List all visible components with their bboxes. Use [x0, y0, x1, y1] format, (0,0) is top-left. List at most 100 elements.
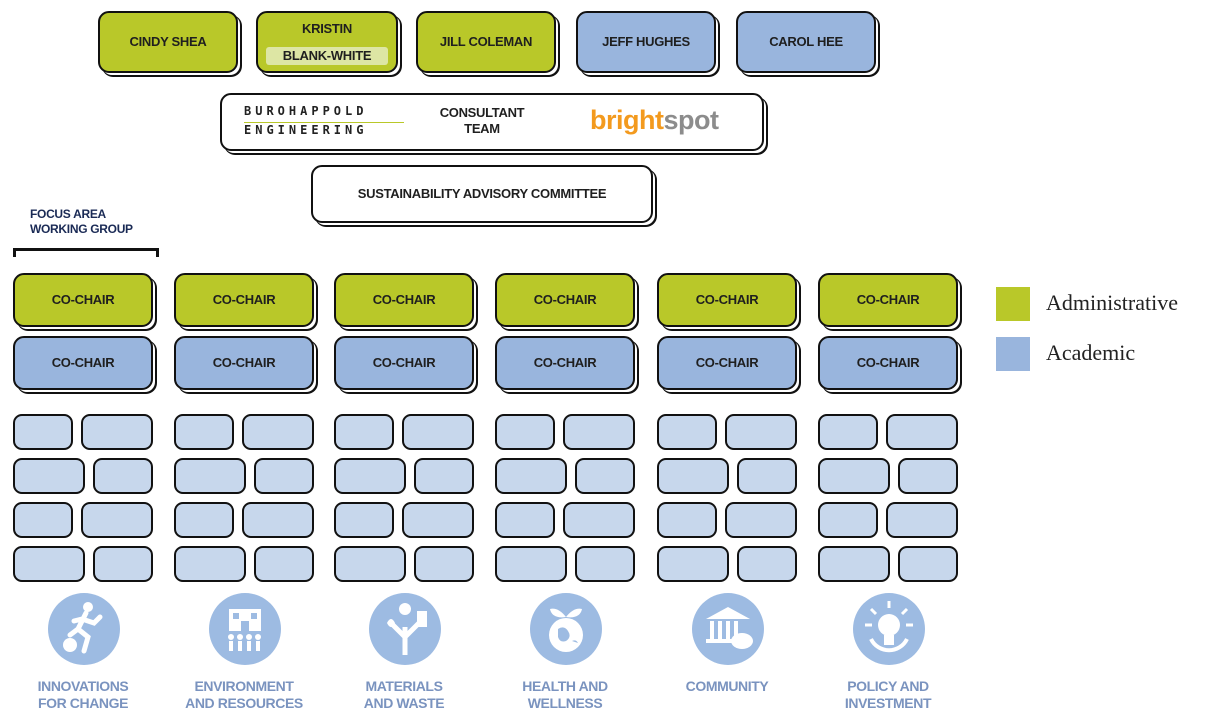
- member-slot-environment: [242, 414, 314, 450]
- member-slot-policy: [818, 458, 890, 494]
- member-slot-materials: [334, 502, 394, 538]
- burohappold-logo-line1: BUROHAPPOLD: [244, 104, 368, 118]
- legend-swatch-administrative: [996, 287, 1030, 321]
- cochair-admin-materials: CO-CHAIR: [334, 273, 474, 327]
- focus-area-label-line1: MATERIALS: [365, 678, 443, 694]
- member-slot-materials: [334, 458, 406, 494]
- burohappold-logo-line2: ENGINEERING: [244, 123, 368, 137]
- member-slot-health: [495, 502, 555, 538]
- member-slot-health: [575, 546, 635, 582]
- person-name: CINDY SHEA: [129, 33, 207, 49]
- member-slot-community: [657, 458, 729, 494]
- member-slot-materials: [334, 414, 394, 450]
- cochair-label: CO-CHAIR: [372, 291, 436, 307]
- cochair-admin-health: CO-CHAIR: [495, 273, 635, 327]
- cochair-admin-policy: CO-CHAIR: [818, 273, 958, 327]
- runner-apple-icon: [48, 593, 120, 665]
- person-carol-hee: CAROL HEE: [736, 11, 876, 73]
- member-slot-environment: [254, 546, 314, 582]
- cochair-label: CO-CHAIR: [212, 354, 276, 370]
- member-slot-innovations: [81, 414, 153, 450]
- bank-piggy-icon: [692, 593, 764, 665]
- cochair-label: CO-CHAIR: [372, 354, 436, 370]
- consultant-label-line1: CONSULTANT: [439, 105, 525, 120]
- legend-label-academic: Academic: [1046, 340, 1136, 365]
- focus-area-label-line1: HEALTH AND: [522, 678, 608, 694]
- cochair-academic-materials: CO-CHAIR: [334, 336, 474, 390]
- lightbulb-cycle-icon: [853, 593, 925, 665]
- member-slot-innovations: [13, 546, 85, 582]
- globe-leaf-icon: [530, 593, 602, 665]
- cochair-academic-innovations: CO-CHAIR: [13, 336, 153, 390]
- cochair-academic-community: CO-CHAIR: [657, 336, 797, 390]
- member-slot-community: [737, 546, 797, 582]
- focus-area-label-line1: POLICY AND: [847, 678, 929, 694]
- focus-area-label-line2: AND RESOURCES: [185, 694, 303, 711]
- consultant-label-line2: TEAM: [464, 121, 500, 137]
- person-jill-coleman: JILL COLEMAN: [416, 11, 556, 73]
- materials-tree-icon: [369, 593, 441, 665]
- legend-swatch-academic: [996, 337, 1030, 371]
- burohappold-divider: [244, 122, 404, 123]
- member-slot-environment: [174, 414, 234, 450]
- member-slot-innovations: [93, 458, 153, 494]
- member-slot-innovations: [93, 546, 153, 582]
- working-group-title: FOCUS AREA WORKING GROUP: [30, 207, 133, 237]
- cochair-label: CO-CHAIR: [695, 291, 759, 307]
- member-slot-health: [495, 414, 555, 450]
- cochair-academic-policy: CO-CHAIR: [818, 336, 958, 390]
- cochair-label: CO-CHAIR: [533, 354, 597, 370]
- person-name: CAROL HEE: [769, 33, 843, 49]
- person-name-last: BLANK-WHITE: [282, 47, 372, 63]
- cochair-label: CO-CHAIR: [212, 291, 276, 307]
- cochair-academic-environment: CO-CHAIR: [174, 336, 314, 390]
- member-slot-policy: [898, 458, 958, 494]
- member-slot-health: [563, 502, 635, 538]
- cochair-admin-community: CO-CHAIR: [657, 273, 797, 327]
- member-slot-innovations: [13, 414, 73, 450]
- member-slot-community: [657, 546, 729, 582]
- cochair-label: CO-CHAIR: [51, 354, 115, 370]
- cochair-label: CO-CHAIR: [533, 291, 597, 307]
- cochair-label: CO-CHAIR: [695, 354, 759, 370]
- focus-area-label-line1: ENVIRONMENT: [194, 678, 294, 694]
- cochair-admin-innovations: CO-CHAIR: [13, 273, 153, 327]
- brightspot-logo-spot: spot: [663, 105, 719, 135]
- member-slot-policy: [818, 546, 890, 582]
- legend-label-administrative: Administrative: [1046, 290, 1178, 315]
- member-slot-policy: [886, 502, 958, 538]
- member-slot-materials: [414, 546, 474, 582]
- working-group-title-line1: FOCUS AREA: [30, 207, 106, 221]
- member-slot-policy: [898, 546, 958, 582]
- member-slot-environment: [174, 502, 234, 538]
- focus-area-label-community: COMMUNITY: [652, 678, 802, 695]
- member-slot-environment: [174, 546, 246, 582]
- advisory-committee-label: SUSTAINABILITY ADVISORY COMMITTEE: [357, 185, 607, 201]
- cochair-label: CO-CHAIR: [856, 354, 920, 370]
- person-name: JEFF HUGHES: [602, 33, 690, 49]
- member-slot-policy: [818, 502, 878, 538]
- focus-area-label-line2: INVESTMENT: [844, 694, 932, 711]
- member-slot-materials: [402, 414, 474, 450]
- cochair-label: CO-CHAIR: [856, 291, 920, 307]
- working-group-bracket: [13, 248, 159, 257]
- advisory-committee-box: SUSTAINABILITY ADVISORY COMMITTEE: [311, 165, 653, 223]
- focus-area-label-line2: WELLNESS: [527, 694, 603, 711]
- member-slot-community: [725, 502, 797, 538]
- focus-area-label-line2: AND WASTE: [363, 694, 445, 711]
- member-slot-materials: [334, 546, 406, 582]
- member-slot-health: [495, 546, 567, 582]
- person-kristin-blank-white: KRISTIN BLANK-WHITE: [256, 11, 398, 73]
- member-slot-community: [737, 458, 797, 494]
- building-people-icon: [209, 593, 281, 665]
- cochair-admin-environment: CO-CHAIR: [174, 273, 314, 327]
- member-slot-environment: [254, 458, 314, 494]
- focus-area-label-line1: COMMUNITY: [685, 678, 769, 694]
- person-name: JILL COLEMAN: [439, 33, 533, 49]
- person-name-first: KRISTIN: [302, 21, 352, 37]
